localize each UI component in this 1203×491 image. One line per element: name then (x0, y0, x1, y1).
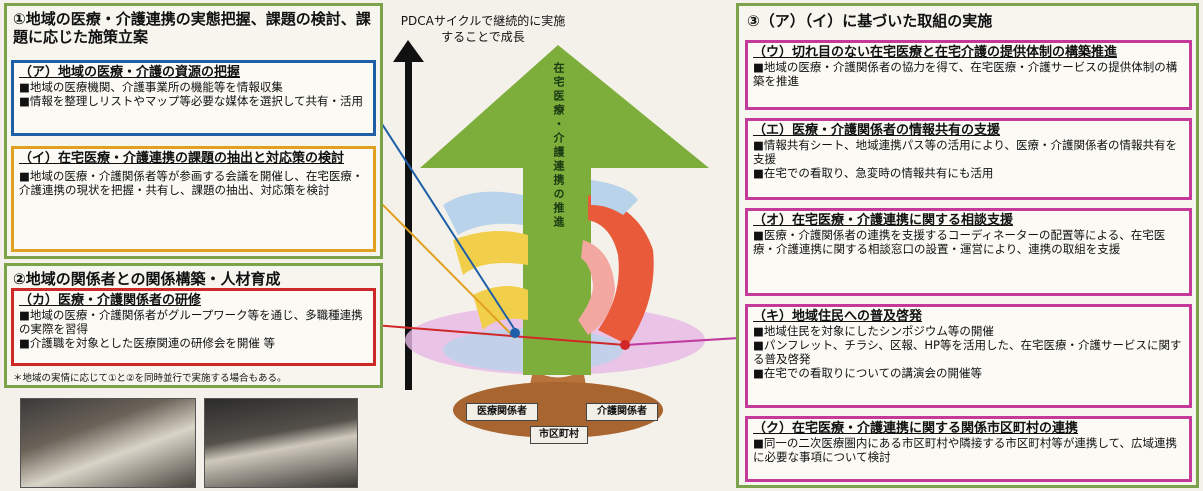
label-city: 市区町村 (530, 426, 588, 444)
box-ka-line-1: ■地域の医療・介護関係者がグループワーク等を通じ、多職種連携の実際を習得 (19, 308, 363, 336)
box-ki-title: （キ）地域住民への普及啓発 (753, 309, 923, 324)
box-a-resources: （ア）地域の医療・介護の資源の把握 ■地域の医療機関、介護事業所の機能等を情報収… (11, 60, 376, 136)
box-ki-line-1: ■地域住民を対象にしたシンポジウム等の開催 (753, 324, 994, 338)
center-diagram (383, 40, 738, 438)
ribbon-lightblue-right (591, 180, 638, 215)
box-ki-line-2: ■パンフレット、チラシ、区報、HP等を活用した、在宅医療・介護サービスに関する普… (753, 338, 1182, 366)
line-blue (383, 123, 516, 331)
box-a-title: （ア）地域の医療・介護の資源の把握 (19, 65, 241, 80)
box-e-line-1: ■情報共有シート、地域連携パス等の活用により、医療・介護関係者の情報共有を支援 (753, 138, 1177, 166)
box-ku-title: （ク）在宅医療・介護連携に関する関係市区町村の連携 (753, 421, 1079, 436)
panel-assessment-title: ①地域の医療・介護連携の実態把握、課題の検討、課題に応じた施策立案 (13, 10, 371, 46)
box-u-provision: （ウ）切れ目のない在宅医療と在宅介護の提供体制の構築推進 ■地域の医療・介護関係… (745, 40, 1192, 110)
box-a-line-1: ■地域の医療機関、介護事業所の機能等を情報収集 (19, 80, 283, 94)
box-i-title: （イ）在宅医療・介護連携の課題の抽出と対応策の検討 (19, 151, 345, 166)
box-ka-title: （カ）医療・介護関係者の研修 (19, 293, 202, 308)
panel-relations-title: ②地域の関係者との関係構築・人材育成 (13, 270, 281, 288)
box-ka-training: （カ）医療・介護関係者の研修 ■地域の医療・介護関係者がグループワーク等を通じ、… (11, 288, 376, 366)
box-ku-municipal: （ク）在宅医療・介護連携に関する関係市区町村の連携 ■同一の二次医療圏内にある市… (745, 416, 1192, 482)
line-yellow (383, 203, 516, 339)
box-u-title: （ウ）切れ目のない在宅医療と在宅介護の提供体制の構築推進 (753, 45, 1118, 60)
box-a-line-2: ■情報を整理しリストやマップ等必要な媒体を選択して共有・活用 (19, 94, 364, 108)
brown-root (453, 382, 663, 438)
label-care: 介護関係者 (586, 403, 658, 421)
box-ku-line-1: ■同一の二次医療圏内にある市区町村や隣接する市区町村等が連携して、広域連携に必要… (753, 436, 1177, 464)
ribbon-red (588, 195, 654, 345)
box-e-info-sharing: （エ）医療・介護関係者の情報共有の支援 ■情報共有シート、地域連携パス等の活用に… (745, 118, 1192, 200)
box-ki-line-3: ■在宅での看取りについての講演会の開催等 (753, 366, 983, 380)
box-o-line-1: ■医療・介護関係者の連携を支援するコーディネーターの配置等による、在宅医療・介護… (753, 228, 1166, 256)
green-arrowhead (420, 45, 709, 168)
ribbon-blue (443, 191, 523, 235)
label-medical: 医療関係者 (466, 403, 538, 421)
box-u-line-1: ■地域の医療・介護関係者の協力を得て、在宅医療・介護サービスの提供体制の構築を推… (753, 60, 1178, 88)
ribbon-pink (578, 240, 615, 335)
box-i-issues: （イ）在宅医療・介護連携の課題の抽出と対応策の検討 ■地域の医療・介護関係者等が… (11, 146, 376, 252)
promotion-vertical-text: 在宅医療・介護連携の推進 (552, 62, 565, 230)
pdca-arrow (393, 40, 424, 390)
box-ka-line-2: ■介護職を対象とした医療関連の研修会を開催 等 (19, 336, 276, 350)
line-magenta (624, 337, 738, 346)
panel-implementation-title: ③（ア）（イ）に基づいた取組の実施 (747, 12, 993, 30)
photo-group-work-1 (20, 398, 196, 488)
box-e-title: （エ）医療・介護関係者の情報共有の支援 (753, 123, 1001, 138)
box-ki-awareness: （キ）地域住民への普及啓発 ■地域住民を対象にしたシンポジウム等の開催 ■パンフ… (745, 304, 1192, 408)
box-o-consultation: （オ）在宅医療・介護連携に関する相談支援 ■医療・介護関係者の連携を支援するコー… (745, 208, 1192, 296)
dot-red (620, 340, 630, 350)
box-i-line-1: ■地域の医療・介護関係者等が参画する会議を開催し、在宅医療・介護連携の現状を把握… (19, 169, 364, 197)
green-shaft (523, 120, 591, 180)
photo-group-work-2 (204, 398, 358, 488)
pdca-caption: PDCAサイクルで継続的に実施することで成長 (400, 14, 566, 44)
box-o-title: （オ）在宅医療・介護連携に関する相談支援 (753, 213, 1014, 228)
parallel-note: ＊地域の実情に応じて①と②を同時並行で実施する場合もある。 (13, 373, 287, 384)
line-red (383, 324, 626, 346)
box-e-line-2: ■在宅での看取り、急変時の情報共有にも活用 (753, 166, 994, 180)
dot-blue (510, 328, 520, 338)
